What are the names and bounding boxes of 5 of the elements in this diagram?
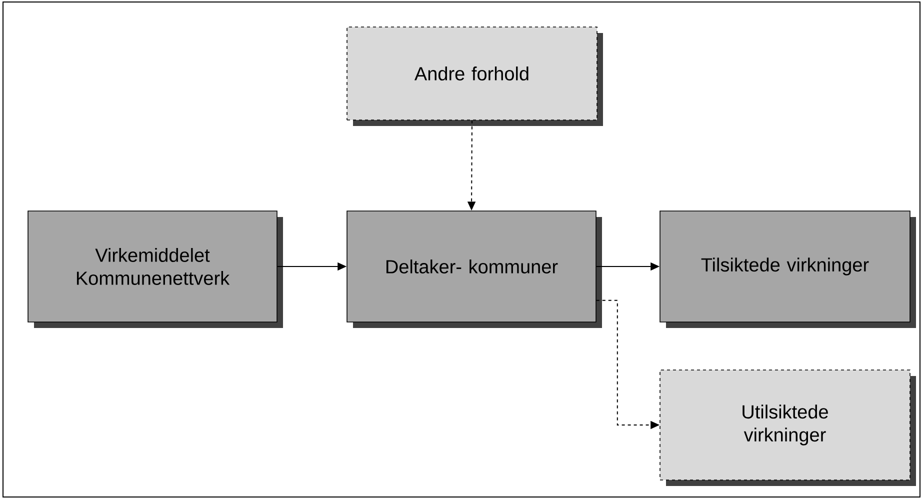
dashed-box: Andre forhold xyxy=(346,26,603,126)
process-box: Deltaker- kommuner xyxy=(346,210,602,328)
process-box: Virkemiddelet Kommunenettverk xyxy=(28,210,283,328)
dashed-box: Utilsiktede virkninger xyxy=(660,370,916,486)
process-box: Tilsiktede virkninger xyxy=(660,210,916,328)
